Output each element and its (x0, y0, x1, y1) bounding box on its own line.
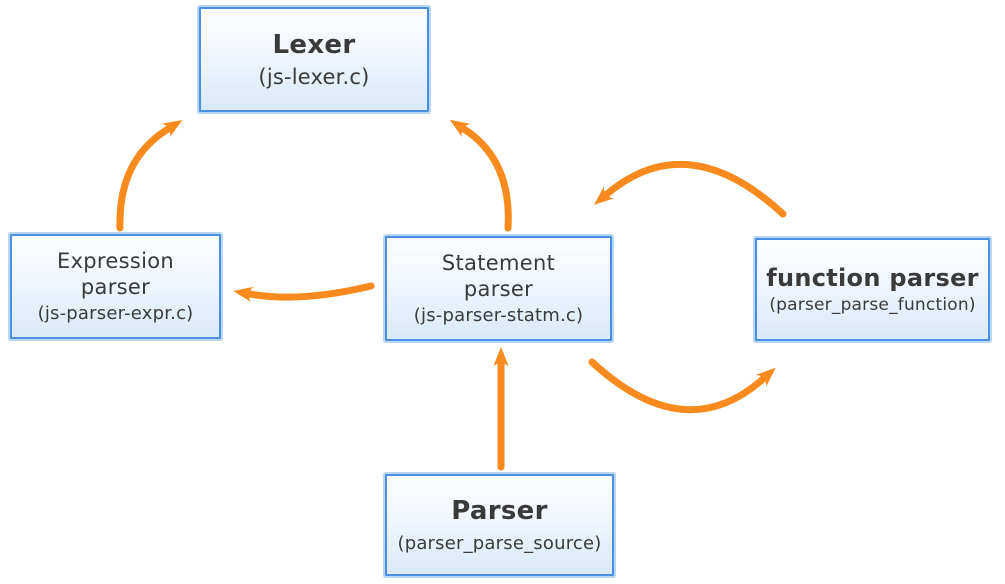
arrow-statement-parser-to-function-parser (588, 358, 776, 414)
node-parser-title: Parser (451, 495, 548, 526)
node-parser-subtitle: (parser_parse_source) (397, 533, 602, 554)
arrow-statement-parser-to-expression-parser (233, 282, 375, 303)
node-expression-parser-title: Expression parser (57, 249, 174, 300)
arrow-function-parser-to-statement-parser (593, 161, 787, 218)
node-lexer: Lexer (js-lexer.c) (199, 7, 429, 112)
arrow-statement-parser-to-lexer (449, 119, 512, 232)
node-lexer-subtitle: (js-lexer.c) (258, 64, 370, 89)
node-function-parser-subtitle: (parser_parse_function) (769, 294, 976, 315)
node-statement-parser-subtitle: (js-parser-statm.c) (413, 304, 584, 326)
node-statement-parser-title: Statement parser (441, 251, 556, 302)
node-parser: Parser (parser_parse_source) (385, 474, 614, 576)
arrow-expression-parser-to-lexer (116, 120, 183, 232)
node-lexer-title: Lexer (272, 30, 356, 61)
node-function-parser-title: function parser (766, 263, 979, 292)
node-statement-parser: Statement parser (js-parser-statm.c) (385, 236, 612, 341)
node-expression-parser-subtitle: (js-parser-expr.c) (37, 302, 194, 324)
node-function-parser: function parser (parser_parse_function) (755, 238, 990, 341)
node-expression-parser: Expression parser (js-parser-expr.c) (10, 234, 221, 339)
